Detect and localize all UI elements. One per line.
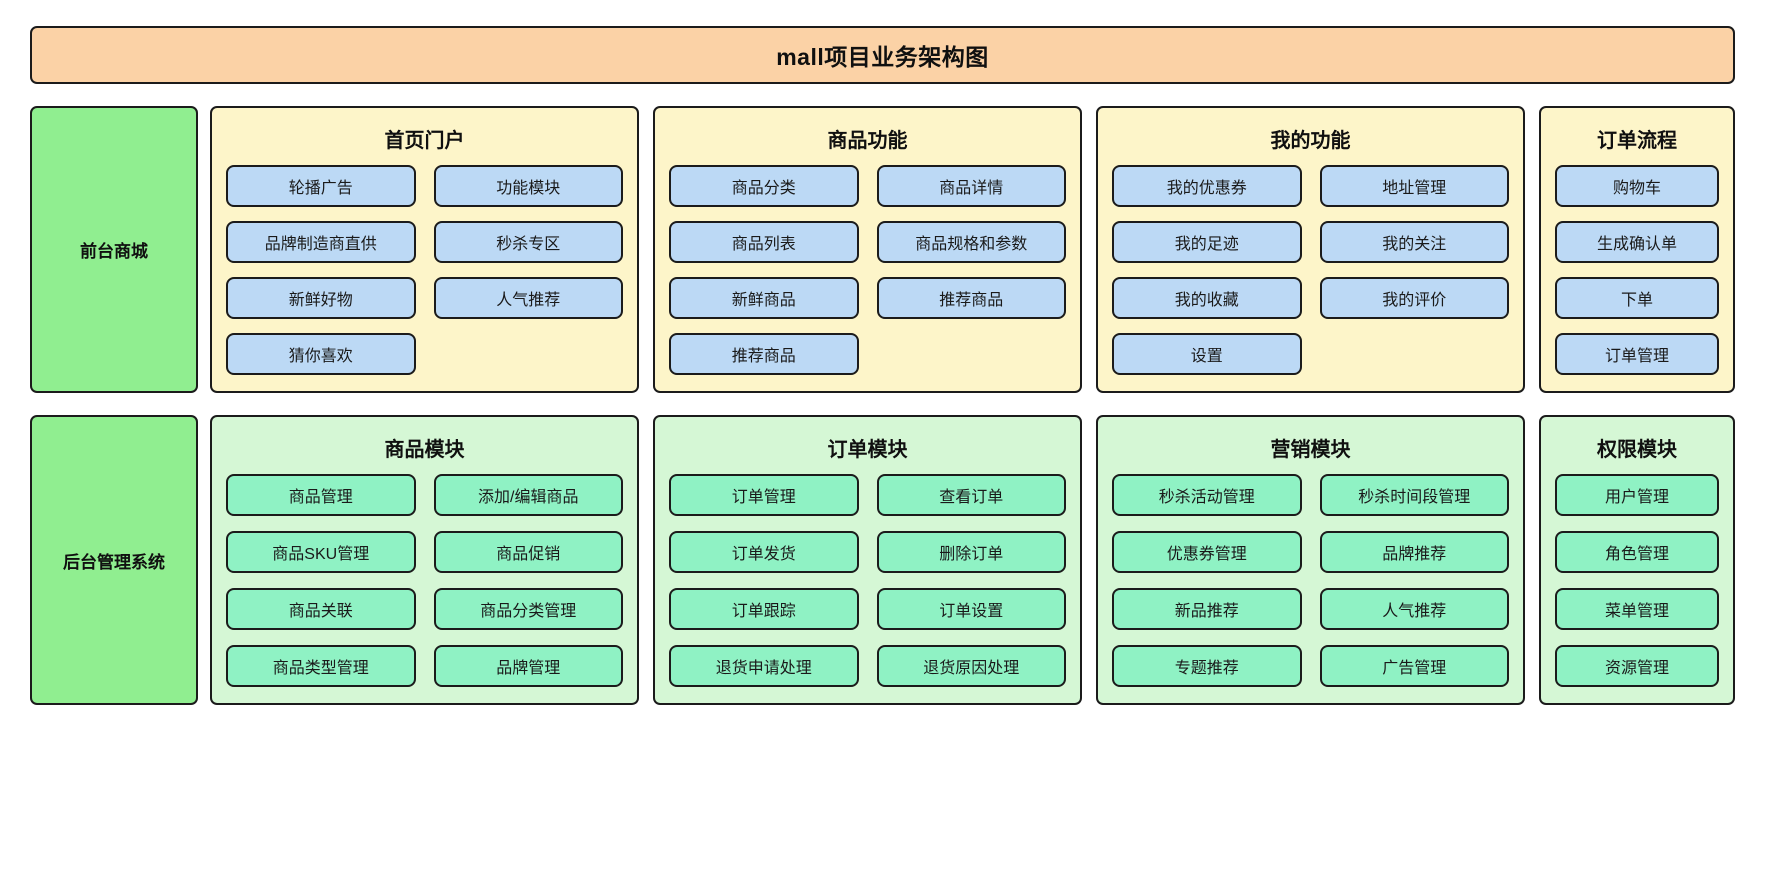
group-title: 权限模块 xyxy=(1597,439,1677,461)
feature-item[interactable]: 新鲜好物 xyxy=(226,277,416,319)
group-my-features: 我的功能 我的优惠券 地址管理 我的足迹 我的关注 我的收藏 我的评价 设置 xyxy=(1096,106,1525,393)
feature-item[interactable]: 我的足迹 xyxy=(1112,221,1302,263)
feature-item[interactable]: 功能模块 xyxy=(433,165,623,207)
group-title: 首页门户 xyxy=(384,130,465,152)
tier-label-frontend: 前台商城 xyxy=(30,106,198,393)
feature-item[interactable]: 秒杀活动管理 xyxy=(1112,474,1302,516)
feature-item[interactable]: 推荐商品 xyxy=(669,333,859,375)
tier-row-admin: 后台管理系统 商品模块 商品管理 添加/编辑商品 商品SKU管理 商品促销 商品… xyxy=(30,415,1735,705)
feature-item[interactable]: 设置 xyxy=(1112,333,1302,375)
feature-item[interactable]: 退货原因处理 xyxy=(876,645,1066,687)
feature-item[interactable]: 商品促销 xyxy=(433,531,623,573)
feature-item[interactable]: 品牌制造商直供 xyxy=(226,221,416,263)
feature-item[interactable]: 人气推荐 xyxy=(1319,588,1509,630)
feature-item[interactable]: 订单管理 xyxy=(1555,333,1719,375)
group-item-list: 我的优惠券 地址管理 我的足迹 我的关注 我的收藏 我的评价 设置 xyxy=(1112,165,1509,375)
tier-frontend-groups: 首页门户 轮播广告 功能模块 品牌制造商直供 秒杀专区 新鲜好物 人气推荐 猜你… xyxy=(210,106,1735,393)
feature-item[interactable]: 地址管理 xyxy=(1319,165,1509,207)
feature-item[interactable]: 商品类型管理 xyxy=(226,645,416,687)
group-product-module: 商品模块 商品管理 添加/编辑商品 商品SKU管理 商品促销 商品关联 商品分类… xyxy=(210,415,639,705)
feature-item[interactable]: 添加/编辑商品 xyxy=(433,474,623,516)
feature-item[interactable]: 订单跟踪 xyxy=(669,588,859,630)
group-title: 营销模块 xyxy=(1270,439,1351,461)
feature-item[interactable]: 生成确认单 xyxy=(1555,221,1719,263)
feature-item[interactable]: 订单管理 xyxy=(669,474,859,516)
feature-item[interactable]: 猜你喜欢 xyxy=(226,333,416,375)
diagram-title-bar: mall项目业务架构图 xyxy=(30,26,1735,84)
feature-item[interactable]: 推荐商品 xyxy=(876,277,1066,319)
group-order-flow: 订单流程 购物车 生成确认单 下单 订单管理 xyxy=(1539,106,1735,393)
feature-item[interactable]: 品牌管理 xyxy=(433,645,623,687)
feature-item[interactable]: 商品规格和参数 xyxy=(876,221,1066,263)
group-item-list: 秒杀活动管理 秒杀时间段管理 优惠券管理 品牌推荐 新品推荐 人气推荐 专题推荐… xyxy=(1112,474,1509,687)
group-title: 商品功能 xyxy=(827,130,908,152)
feature-item[interactable]: 新品推荐 xyxy=(1112,588,1302,630)
feature-item[interactable]: 优惠券管理 xyxy=(1112,531,1302,573)
tier-label-admin-text: 后台管理系统 xyxy=(63,552,165,572)
feature-item[interactable]: 订单发货 xyxy=(669,531,859,573)
tier-admin-groups: 商品模块 商品管理 添加/编辑商品 商品SKU管理 商品促销 商品关联 商品分类… xyxy=(210,415,1735,705)
feature-item[interactable]: 商品管理 xyxy=(226,474,416,516)
feature-item[interactable]: 用户管理 xyxy=(1555,474,1719,516)
feature-item[interactable]: 购物车 xyxy=(1555,165,1719,207)
feature-item[interactable]: 商品SKU管理 xyxy=(226,531,416,573)
group-item-list: 商品分类 商品详情 商品列表 商品规格和参数 新鲜商品 推荐商品 推荐商品 xyxy=(669,165,1066,375)
feature-item[interactable]: 商品详情 xyxy=(876,165,1066,207)
feature-item[interactable]: 我的收藏 xyxy=(1112,277,1302,319)
feature-item[interactable]: 广告管理 xyxy=(1319,645,1509,687)
feature-item[interactable]: 商品列表 xyxy=(669,221,859,263)
feature-item[interactable]: 秒杀专区 xyxy=(433,221,623,263)
feature-item[interactable]: 下单 xyxy=(1555,277,1719,319)
feature-item[interactable]: 订单设置 xyxy=(876,588,1066,630)
feature-item[interactable]: 新鲜商品 xyxy=(669,277,859,319)
feature-item[interactable]: 品牌推荐 xyxy=(1319,531,1509,573)
feature-item[interactable]: 轮播广告 xyxy=(226,165,416,207)
feature-item[interactable]: 我的优惠券 xyxy=(1112,165,1302,207)
group-item-list: 商品管理 添加/编辑商品 商品SKU管理 商品促销 商品关联 商品分类管理 商品… xyxy=(226,474,623,687)
feature-item[interactable]: 查看订单 xyxy=(876,474,1066,516)
feature-item[interactable]: 角色管理 xyxy=(1555,531,1719,573)
group-item-list: 购物车 生成确认单 下单 订单管理 xyxy=(1555,165,1719,375)
feature-item[interactable]: 菜单管理 xyxy=(1555,588,1719,630)
feature-item[interactable]: 资源管理 xyxy=(1555,645,1719,687)
feature-item[interactable]: 商品分类管理 xyxy=(433,588,623,630)
tier-label-admin: 后台管理系统 xyxy=(30,415,198,705)
feature-item[interactable]: 我的评价 xyxy=(1319,277,1509,319)
group-product-features: 商品功能 商品分类 商品详情 商品列表 商品规格和参数 新鲜商品 推荐商品 推荐… xyxy=(653,106,1082,393)
tier-label-frontend-text: 前台商城 xyxy=(80,242,148,261)
group-title: 订单流程 xyxy=(1597,130,1677,152)
feature-item[interactable]: 商品关联 xyxy=(226,588,416,630)
diagram-title: mall项目业务架构图 xyxy=(776,44,989,70)
feature-item[interactable]: 退货申请处理 xyxy=(669,645,859,687)
group-order-module: 订单模块 订单管理 查看订单 订单发货 删除订单 订单跟踪 订单设置 退货申请处… xyxy=(653,415,1082,705)
feature-item[interactable]: 人气推荐 xyxy=(433,277,623,319)
feature-item[interactable]: 商品分类 xyxy=(669,165,859,207)
group-item-list: 用户管理 角色管理 菜单管理 资源管理 xyxy=(1555,474,1719,687)
feature-item[interactable]: 专题推荐 xyxy=(1112,645,1302,687)
group-permission-module: 权限模块 用户管理 角色管理 菜单管理 资源管理 xyxy=(1539,415,1735,705)
group-item-list: 订单管理 查看订单 订单发货 删除订单 订单跟踪 订单设置 退货申请处理 退货原… xyxy=(669,474,1066,687)
tier-row-frontend: 前台商城 首页门户 轮播广告 功能模块 品牌制造商直供 秒杀专区 新鲜好物 人气… xyxy=(30,106,1735,393)
group-marketing-module: 营销模块 秒杀活动管理 秒杀时间段管理 优惠券管理 品牌推荐 新品推荐 人气推荐… xyxy=(1096,415,1525,705)
feature-item[interactable]: 我的关注 xyxy=(1319,221,1509,263)
group-title: 订单模块 xyxy=(827,439,908,461)
group-title: 我的功能 xyxy=(1270,130,1351,152)
group-title: 商品模块 xyxy=(384,439,465,461)
group-item-list: 轮播广告 功能模块 品牌制造商直供 秒杀专区 新鲜好物 人气推荐 猜你喜欢 xyxy=(226,165,623,375)
feature-item[interactable]: 删除订单 xyxy=(876,531,1066,573)
feature-item[interactable]: 秒杀时间段管理 xyxy=(1319,474,1509,516)
group-home-portal: 首页门户 轮播广告 功能模块 品牌制造商直供 秒杀专区 新鲜好物 人气推荐 猜你… xyxy=(210,106,639,393)
